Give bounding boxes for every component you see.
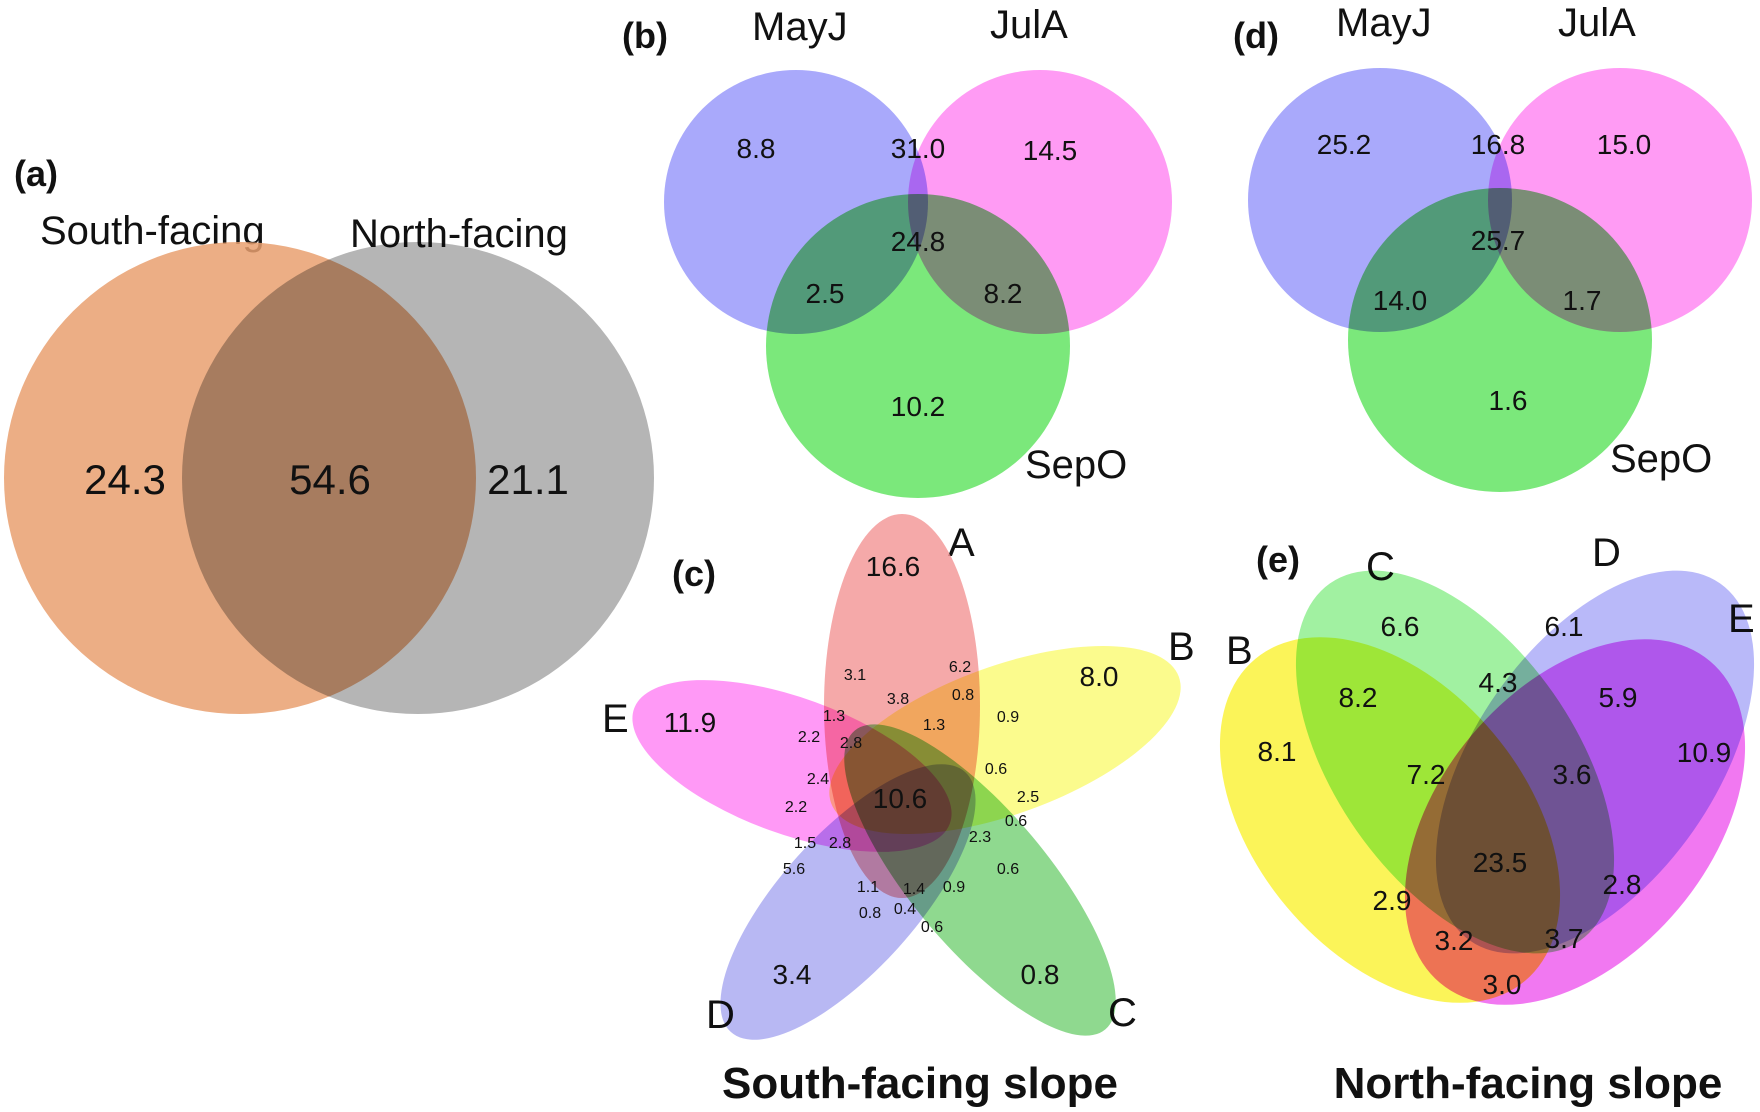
- value-d-only: 6.1: [1545, 611, 1584, 642]
- set-label-b: B: [1168, 625, 1195, 669]
- value-c-only: 0.8: [1021, 959, 1060, 990]
- ellipse-e: [1404, 639, 1746, 1005]
- panel-c-label: (c): [672, 553, 716, 594]
- set-label-sepo: SepO: [1025, 443, 1127, 487]
- value-region: 0.8: [952, 687, 974, 704]
- panel-d-label: (d): [1233, 15, 1279, 56]
- value-b-only: 8.1: [1258, 736, 1297, 767]
- set-label-mayj: MayJ: [1336, 1, 1432, 45]
- value-mayj-sepo: 14.0: [1373, 285, 1428, 316]
- value-region: 0.6: [997, 861, 1019, 878]
- circle-sepo: [1348, 188, 1652, 492]
- value-region: 2.2: [798, 729, 820, 746]
- value-region: 0.9: [943, 879, 965, 896]
- value-region: 0.8: [859, 905, 881, 922]
- value-region: 1.3: [823, 708, 845, 725]
- panel-d: (d) MayJ JulA SepO 25.2 16.8 15.0 25.7 1…: [1233, 1, 1752, 492]
- value-south-only: 24.3: [84, 456, 166, 503]
- value-mayj-jula: 31.0: [891, 133, 946, 164]
- value-jula-sepo: 8.2: [984, 278, 1023, 309]
- value-center: 24.8: [891, 226, 946, 257]
- set-label-a: A: [948, 521, 975, 565]
- value-region: 3.7: [1545, 923, 1584, 954]
- value-region: 3.6: [1553, 759, 1592, 790]
- value-center: 23.5: [1473, 847, 1528, 878]
- panel-b-label: (b): [622, 15, 668, 56]
- panel-b: (b) MayJ JulA SepO 8.8 31.0 14.5 24.8 2.…: [622, 3, 1172, 498]
- value-region: 2.3: [969, 829, 991, 846]
- value-mayj-only: 8.8: [737, 133, 776, 164]
- value-region: 0.6: [921, 919, 943, 936]
- set-label-d: D: [1592, 531, 1621, 575]
- value-region: 5.6: [783, 861, 805, 878]
- value-region: 6.2: [949, 659, 971, 676]
- value-region: 1.3: [923, 717, 945, 734]
- ellipse-e: [632, 680, 952, 852]
- value-center: 10.6: [873, 783, 928, 814]
- circle-north-facing: [182, 242, 654, 714]
- value-sepo-only: 10.2: [891, 391, 946, 422]
- value-region: 0.6: [985, 761, 1007, 778]
- value-region: 2.9: [1373, 885, 1412, 916]
- value-region: 3.2: [1435, 925, 1474, 956]
- value-region: 1.4: [903, 881, 925, 898]
- panel-c: (c) A B C D E 16.6 8.0 0.8 3.4 11.9 10.6…: [602, 514, 1195, 1108]
- value-region: 2.4: [807, 771, 829, 788]
- set-label-jula: JulA: [1558, 1, 1636, 45]
- value-region: 8.2: [1339, 682, 1378, 713]
- value-overlap: 54.6: [289, 456, 371, 503]
- value-mayj-jula: 16.8: [1471, 129, 1526, 160]
- value-region: 2.2: [785, 799, 807, 816]
- value-a-only: 16.6: [866, 551, 921, 582]
- panel-e-label: (e): [1256, 539, 1300, 580]
- panel-a: (a) South-facing North-facing 24.3 54.6 …: [4, 153, 654, 714]
- caption-north-facing-slope: North-facing slope: [1334, 1059, 1723, 1108]
- value-mayj-sepo: 2.5: [806, 278, 845, 309]
- value-b-only: 8.0: [1080, 661, 1119, 692]
- value-region: 4.3: [1479, 667, 1518, 698]
- value-region: 5.9: [1599, 682, 1638, 713]
- set-label-jula: JulA: [990, 3, 1068, 47]
- value-jula-only: 14.5: [1023, 135, 1078, 166]
- value-e-only: 10.9: [1677, 737, 1732, 768]
- value-center: 25.7: [1471, 225, 1526, 256]
- circle-sepo: [766, 194, 1070, 498]
- value-region: 7.2: [1407, 759, 1446, 790]
- value-jula-only: 15.0: [1597, 129, 1652, 160]
- value-region: 0.4: [894, 901, 916, 918]
- value-sepo-only: 1.6: [1489, 385, 1528, 416]
- value-region: 0.9: [997, 709, 1019, 726]
- value-region: 1.1: [857, 879, 879, 896]
- caption-south-facing-slope: South-facing slope: [722, 1059, 1118, 1108]
- set-label-e: E: [602, 697, 629, 741]
- value-region: 2.5: [1017, 789, 1039, 806]
- value-c-only: 6.6: [1381, 611, 1420, 642]
- value-region: 2.8: [840, 735, 862, 752]
- value-region: 0.6: [1005, 813, 1027, 830]
- value-jula-sepo: 1.7: [1563, 285, 1602, 316]
- panel-e: (e) B C D E 8.1 6.6 6.1 10.9 8.2 4.3 5.9…: [1219, 531, 1755, 1108]
- value-mayj-only: 25.2: [1317, 129, 1372, 160]
- value-north-only: 21.1: [487, 456, 569, 503]
- value-region: 3.8: [887, 691, 909, 708]
- panel-a-label: (a): [14, 153, 58, 194]
- value-region: 2.8: [1603, 869, 1642, 900]
- set-label-mayj: MayJ: [752, 5, 848, 49]
- value-region: 2.8: [829, 835, 851, 852]
- set-label-sepo: SepO: [1610, 437, 1712, 481]
- value-e-only: 11.9: [664, 707, 716, 738]
- value-region: 1.5: [794, 835, 816, 852]
- value-d-only: 3.4: [773, 959, 812, 990]
- value-region: 3.1: [844, 667, 866, 684]
- value-region: 3.0: [1483, 969, 1522, 1000]
